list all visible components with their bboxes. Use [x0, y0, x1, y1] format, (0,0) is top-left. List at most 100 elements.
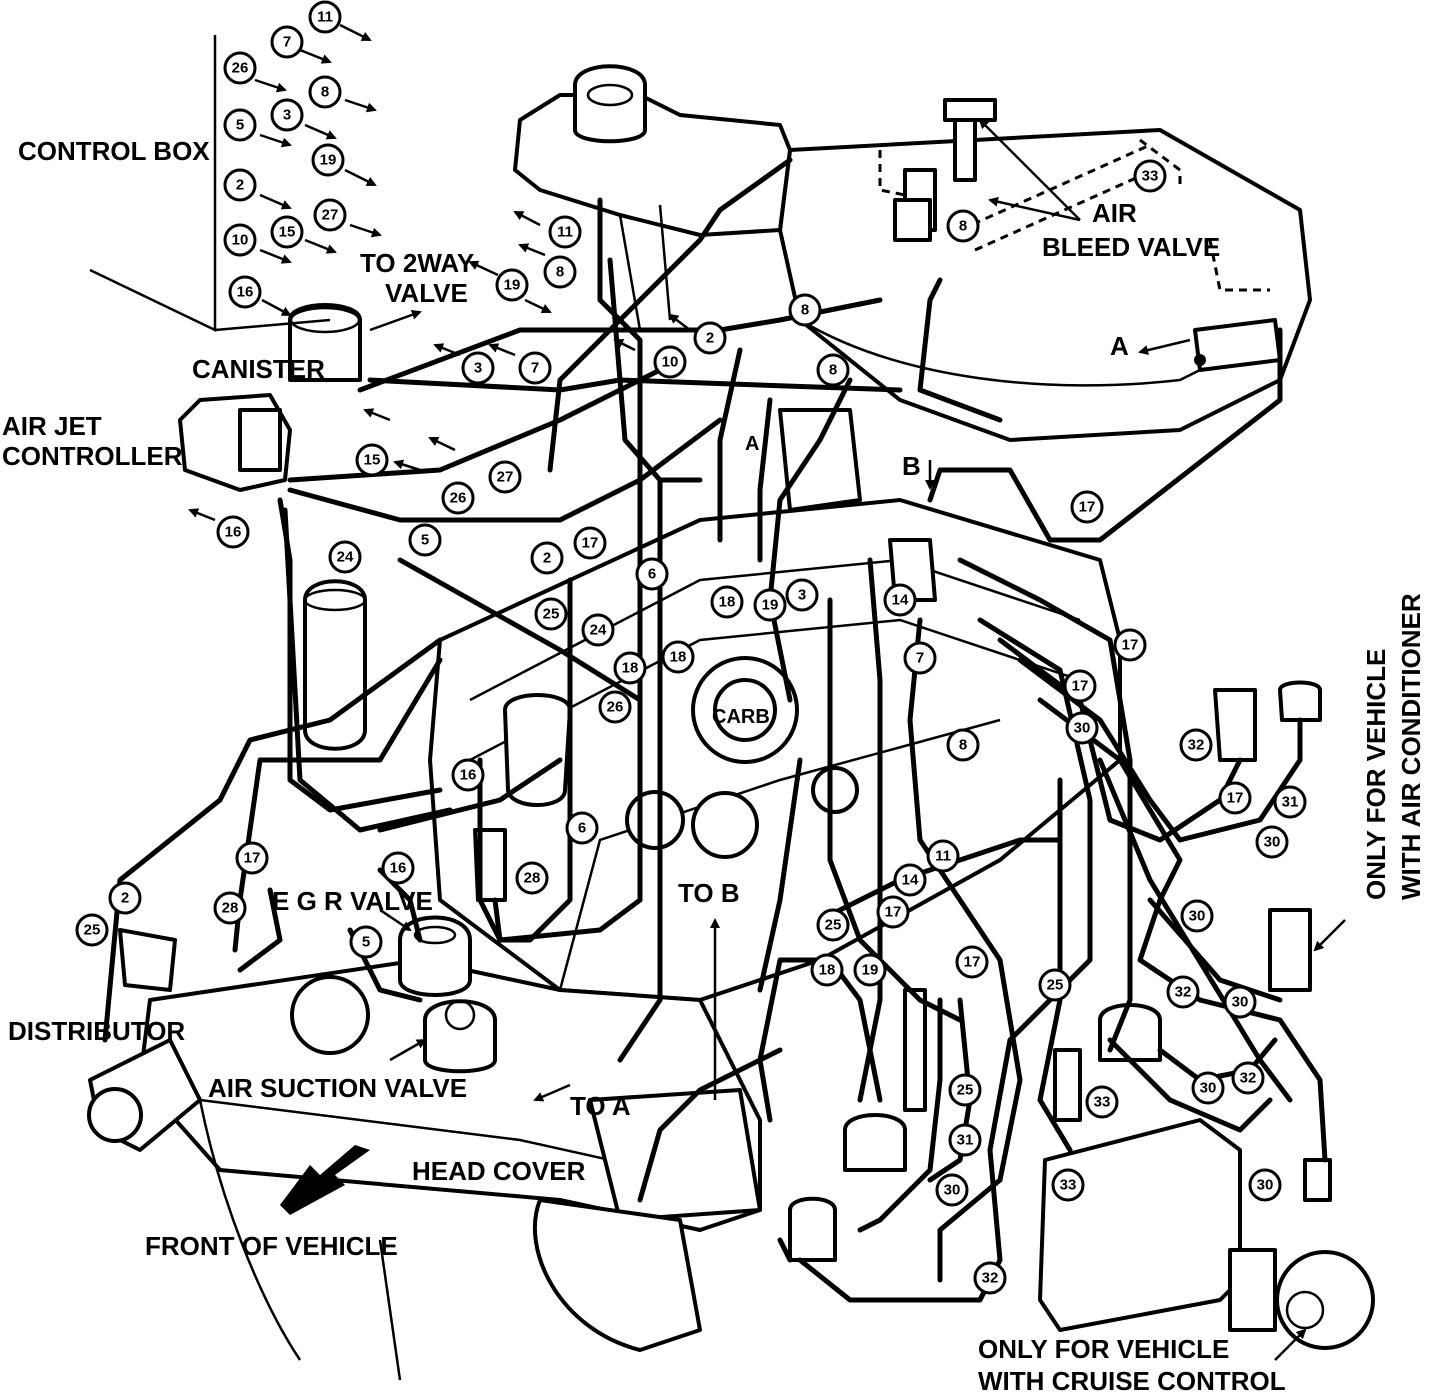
callout-number: 19 — [504, 277, 521, 294]
callout-2: 2 — [108, 881, 142, 915]
callout-7: 7 — [903, 641, 937, 675]
callout-11: 11 — [926, 839, 960, 873]
callout-16: 16 — [451, 758, 485, 792]
callout-number: 33 — [1094, 1094, 1111, 1111]
callout-circle — [876, 895, 910, 929]
callout-number: 15 — [279, 224, 296, 241]
callout-number: 33 — [1060, 1177, 1077, 1194]
callout-circle — [75, 913, 109, 947]
callout-17: 17 — [955, 945, 989, 979]
callout-number: 16 — [225, 524, 242, 541]
callout-circle — [1223, 985, 1257, 1019]
callout-number: 14 — [892, 592, 909, 609]
callout-circle — [328, 540, 362, 574]
callout-circle — [973, 1261, 1007, 1295]
label-air-suction-valve: AIR SUCTION VALVE — [208, 1073, 467, 1103]
callout-30: 30 — [1180, 899, 1214, 933]
callout-25: 25 — [816, 908, 850, 942]
callout-number: 32 — [982, 1270, 999, 1287]
callout-number: 25 — [825, 917, 842, 934]
callout-number: 28 — [524, 870, 541, 887]
callout-2: 2 — [693, 321, 727, 355]
label-air-jet: AIR JET — [2, 411, 102, 441]
callout-number: 18 — [719, 594, 736, 611]
callout-number: 16 — [460, 767, 477, 784]
label-distributor: DISTRIBUTOR — [8, 1016, 185, 1046]
callout-number: 8 — [556, 264, 564, 281]
callout-number: 25 — [1047, 977, 1064, 994]
callout-circle — [495, 268, 529, 302]
callout-32: 32 — [1166, 975, 1200, 1009]
callout-33: 33 — [1133, 159, 1167, 193]
callout-25: 25 — [534, 597, 568, 631]
callout-circle — [1070, 490, 1104, 524]
callout-number: 30 — [1232, 994, 1249, 1011]
callout-circle — [788, 293, 822, 327]
callout-25: 25 — [1038, 968, 1072, 1002]
callout-18: 18 — [661, 640, 695, 674]
label-cruise-line2: WITH CRUISE CONTROL — [978, 1366, 1286, 1394]
callout-number: 30 — [1074, 720, 1091, 737]
callout-14: 14 — [883, 583, 917, 617]
callout-8: 8 — [946, 728, 980, 762]
callout-30: 30 — [935, 1173, 969, 1207]
callout-circle — [308, 75, 342, 109]
callout-24: 24 — [328, 540, 362, 574]
front-arrow — [280, 1145, 370, 1215]
callout-number: 7 — [916, 650, 924, 667]
callout-circle — [926, 839, 960, 873]
callout-number: 5 — [421, 532, 429, 549]
callout-33: 33 — [1085, 1085, 1119, 1119]
callout-number: 3 — [283, 107, 291, 124]
callout-6: 6 — [635, 557, 669, 591]
callout-7: 7 — [518, 351, 552, 385]
pointer-arrows — [89, 23, 1346, 1361]
callout-number: 2 — [121, 890, 129, 907]
callout-number: 6 — [648, 566, 656, 583]
callout-number: 30 — [1257, 1177, 1274, 1194]
callout-circle — [235, 841, 269, 875]
callout-16: 16 — [381, 851, 415, 885]
callout-7: 7 — [270, 25, 304, 59]
callout-30: 30 — [1065, 711, 1099, 745]
callout-number: 16 — [390, 860, 407, 877]
callout-circle — [853, 953, 887, 987]
callout-18: 18 — [810, 953, 844, 987]
callout-number: 24 — [590, 622, 607, 639]
callout-18: 18 — [710, 585, 744, 619]
callout-16: 16 — [228, 275, 262, 309]
distributor — [87, 928, 202, 1152]
callout-3: 3 — [270, 98, 304, 132]
callout-circle — [1166, 975, 1200, 1009]
callout-circle — [408, 523, 442, 557]
callout-28: 28 — [213, 891, 247, 925]
callout-number: 27 — [322, 207, 339, 224]
callout-2: 2 — [530, 541, 564, 575]
callout-number: 30 — [944, 1182, 961, 1199]
callout-circle — [1231, 1061, 1265, 1095]
callout-8: 8 — [816, 353, 850, 387]
head-cover — [138, 958, 762, 1381]
callout-number: 11 — [935, 848, 951, 865]
label-ac-line2: WITH AIR CONDITIONER — [1396, 593, 1426, 900]
callout-number: 2 — [706, 330, 714, 347]
callout-circle — [381, 851, 415, 885]
callout-25: 25 — [948, 1073, 982, 1107]
callout-circle — [946, 209, 980, 243]
callout-28: 28 — [515, 861, 549, 895]
label-canister: CANISTER — [192, 354, 325, 384]
callout-circle — [488, 460, 522, 494]
callout-19: 19 — [495, 268, 529, 302]
callout-circle — [1180, 899, 1214, 933]
callout-25: 25 — [75, 913, 109, 947]
callout-circle — [1273, 785, 1307, 819]
callout-number: 8 — [959, 737, 967, 754]
callout-number: 17 — [244, 850, 261, 867]
callout-number: 19 — [320, 152, 337, 169]
callout-8: 8 — [308, 75, 342, 109]
callout-number: 11 — [317, 9, 333, 26]
callout-circle — [816, 353, 850, 387]
label-air-bleed-valve: BLEED VALVE — [1042, 232, 1220, 262]
callout-number: 26 — [232, 60, 249, 77]
callout-circle — [1038, 968, 1072, 1002]
